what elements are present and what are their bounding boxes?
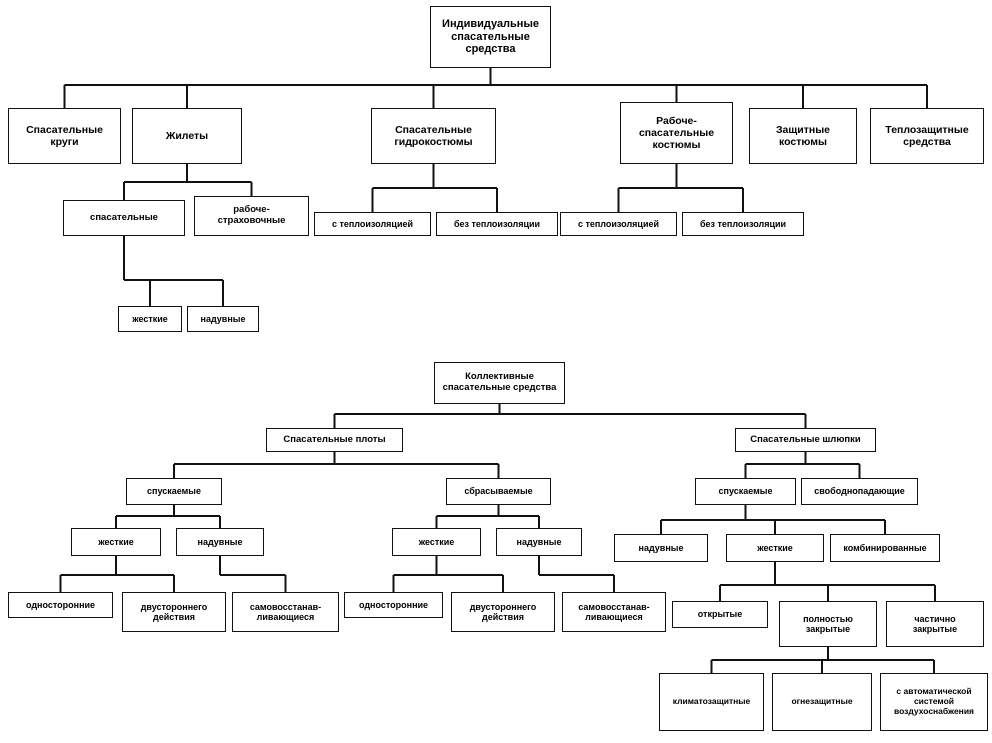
node-i-teplo: Теплозащитные средства [870,108,984,164]
node-label: Коллективные спасательные средства [442,371,557,393]
node-label: спускаемые [718,486,773,497]
node-label: надувные [516,536,562,547]
node-k-polzak: полностью закрытые [779,601,877,647]
node-label: с теплоизоляцией [577,218,660,229]
node-label: частично закрытые [912,613,958,634]
node-i-root: Индивидуальные спасательные средства [430,6,551,68]
node-k-root: Коллективные спасательные средства [434,362,565,404]
node-label: двустороннего действия [140,601,208,622]
node-label: жесткие [418,536,455,547]
node-label: свободнопадающие [814,486,905,497]
node-label: односторонние [25,599,96,610]
node-i-r-s: с теплоизоляцией [560,212,677,236]
node-i-g-s: с теплоизоляцией [314,212,431,236]
node-label: Спасательные шлюпки [750,433,861,445]
node-label: комбинированные [843,542,927,553]
node-k-ps-dvu: двустороннего действия [122,592,226,632]
node-k-avto: с автоматической системой воздухоснабжен… [880,673,988,731]
node-label: Спасательные плоты [283,433,386,445]
node-i-zashita: Защитные костюмы [749,108,857,164]
node-label: жесткие [98,536,134,547]
node-label: Индивидуальные спасательные средства [442,18,539,56]
node-label: односторонние [358,599,429,610]
node-k-otkr: открытые [672,601,768,628]
node-k-pb-zh: жесткие [392,528,481,556]
node-k-chaszak: частично закрытые [886,601,984,647]
node-label: Спасательные круги [26,123,103,148]
node-i-zh: жесткие [118,306,182,332]
node-k-sh-nad: надувные [614,534,708,562]
node-label: Защитные костюмы [775,123,831,148]
node-label: спасательные [90,211,158,223]
node-k-ps-zh: жесткие [71,528,161,556]
node-k-ploty: Спасательные плоты [266,428,403,452]
node-k-ps-odn: односторонние [8,592,113,618]
node-k-pb-odn: односторонние [344,592,443,618]
node-label: спускаемые [147,486,201,497]
node-label: Рабоче- спасательные костюмы [638,114,715,152]
node-label: открытые [697,609,743,620]
node-label: надувные [197,536,243,547]
node-label: с теплоизоляцией [331,218,414,229]
node-k-pb-dvu: двустороннего действия [451,592,555,632]
node-i-nad: надувные [187,306,259,332]
node-i-strah: рабоче- страховочные [194,196,309,236]
node-i-krugi: Спасательные круги [8,108,121,164]
node-label: климатозащитные [672,696,751,707]
node-k-p-spusk: спускаемые [126,478,222,505]
node-k-sh-komb: комбинированные [830,534,940,562]
node-label: рабоче- страховочные [217,204,286,226]
node-label: двустороннего действия [469,601,537,622]
node-i-rabochie: Рабоче- спасательные костюмы [620,102,733,164]
node-label: Жилеты [165,129,209,142]
node-i-gidro: Спасательные гидрокостюмы [371,108,496,164]
node-k-ogne: огнезащитные [772,673,872,731]
node-label: с автоматической системой воздухоснабжен… [893,686,975,716]
node-label: сбрасываемые [464,486,533,497]
node-k-p-sbras: сбрасываемые [446,478,551,505]
node-k-pb-nad: надувные [496,528,582,556]
node-i-r-b: без теплоизоляции [682,212,804,236]
node-label: жесткие [132,313,168,324]
node-k-pb-sam: самовосстанав- ливающиеся [562,592,666,632]
node-label: Спасательные гидрокостюмы [394,123,473,148]
node-label: самовосстанав- ливающиеся [578,601,650,622]
node-label: без теплоизоляции [699,218,787,229]
node-label: надувные [638,542,684,553]
node-k-klim: климатозащитные [659,673,764,731]
node-i-zhilety: Жилеты [132,108,242,164]
node-k-shlupki: Спасательные шлюпки [735,428,876,452]
node-label: полностью закрытые [803,613,853,634]
node-k-sh-spusk: спускаемые [695,478,796,505]
node-label: без теплоизоляции [453,218,541,229]
node-label: самовосстанав- ливающиеся [249,601,322,622]
node-label: жесткие [757,542,793,553]
node-label: огнезащитные [791,696,853,707]
node-k-ps-nad: надувные [176,528,264,556]
node-i-spas: спасательные [63,200,185,236]
node-k-ps-sam: самовосстанав- ливающиеся [232,592,339,632]
node-k-sh-svob: свободнопадающие [801,478,918,505]
node-label: надувные [200,313,246,324]
node-label: Теплозащитные средства [885,123,969,148]
node-i-g-b: без теплоизоляции [436,212,558,236]
node-k-sh-zh: жесткие [726,534,824,562]
